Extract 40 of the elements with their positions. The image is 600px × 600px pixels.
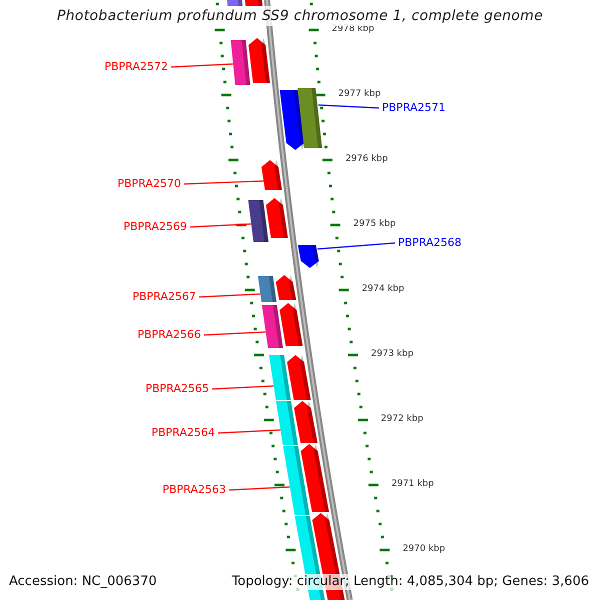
tick-label: 2970 kbp: [402, 544, 446, 555]
gene-label: PBPRA2566: [137, 328, 201, 341]
gene-block: [298, 245, 319, 268]
gene-block: [258, 276, 276, 302]
leader-line: [198, 293, 260, 298]
gene-label: PBPRA2572: [104, 60, 168, 73]
tick-label: 2974 kbp: [362, 284, 404, 295]
tick-label: 2977 kbp: [338, 89, 381, 100]
gene-label: PBPRA2568: [398, 236, 462, 249]
leader-line: [317, 242, 396, 250]
leader-line: [190, 223, 252, 228]
leader-line: [218, 429, 281, 434]
gene-block: [248, 200, 268, 242]
genome-summary-text: Topology: circular; Length: 4,085,304 bp; Genes: 3,606: [230, 574, 590, 590]
gene-block: [298, 88, 322, 148]
gene-block: [276, 401, 298, 445]
accession-text: Accession: NC_006370: [8, 574, 158, 590]
tick-label: 2971 kbp: [391, 479, 434, 490]
leader-line: [184, 180, 264, 185]
gene-block: [269, 355, 291, 400]
leader-line: [228, 486, 290, 491]
tick-label: 2975 kbp: [353, 219, 396, 230]
tick-label: 2976 kbp: [345, 154, 388, 165]
title: Photobacterium profundum SS9 chromosome 1, complete genome: [56, 8, 544, 24]
gene-label: PBPRA2571: [382, 101, 446, 114]
gene-block: [230, 40, 250, 85]
gene-label: PBPRA2563: [162, 483, 226, 496]
leader-line: [170, 63, 234, 68]
gene-label: PBPRA2570: [117, 177, 181, 190]
leader-line: [318, 104, 380, 109]
gene-label: PBPRA2564: [151, 426, 215, 439]
gene-block: [283, 446, 310, 515]
gene-label: PBPRA2567: [132, 290, 196, 303]
gene-block: [261, 160, 282, 190]
tick-label: 2978 kbp: [332, 24, 374, 35]
tick-label: 2973 kbp: [371, 349, 414, 360]
gene-label: PBPRA2569: [123, 220, 187, 233]
gene-label: PBPRA2565: [145, 382, 209, 395]
gene-block: [262, 305, 283, 348]
tick-label: 2972 kbp: [380, 414, 424, 425]
